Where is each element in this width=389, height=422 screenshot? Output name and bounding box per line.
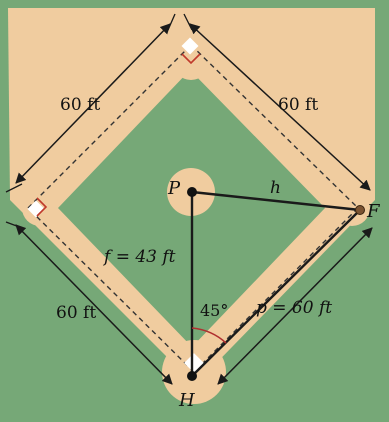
tick-top-right [183, 13, 193, 31]
arrow-upper-left [15, 23, 171, 184]
angle-arc [191, 327, 227, 344]
label-segment-h: h [270, 178, 281, 198]
right-angle-mark-third [36, 197, 48, 217]
tick-left-upper [5, 183, 23, 193]
arrow-upper-right [189, 23, 371, 191]
arrow-lower-right [217, 227, 373, 385]
label-segment-p: p = 60 ft [256, 298, 332, 318]
point-p-dot [187, 187, 197, 197]
label-angle: 45° [200, 301, 228, 320]
label-segment-f: f = 43 ft [102, 247, 176, 267]
segment-p-line [191, 209, 361, 377]
label-point-p: P [167, 178, 181, 199]
point-h-dot [187, 371, 197, 381]
label-point-h: H [178, 390, 195, 411]
point-f-dot [355, 205, 365, 215]
segment-h-line [191, 190, 361, 212]
label-side-upper-right: 60 ft [278, 95, 318, 115]
tick-top-left [167, 13, 176, 31]
label-side-upper-left: 60 ft [60, 95, 100, 115]
label-point-f: F [366, 201, 381, 222]
arrow-lower-left [15, 224, 173, 385]
label-side-lower-left: 60 ft [56, 303, 96, 323]
tick-left-lower [5, 221, 23, 229]
dimension-arrows [15, 23, 373, 385]
dimension-ticks [5, 13, 193, 229]
grass-corner-left [0, 0, 8, 8]
triangle-lines [190, 190, 361, 377]
